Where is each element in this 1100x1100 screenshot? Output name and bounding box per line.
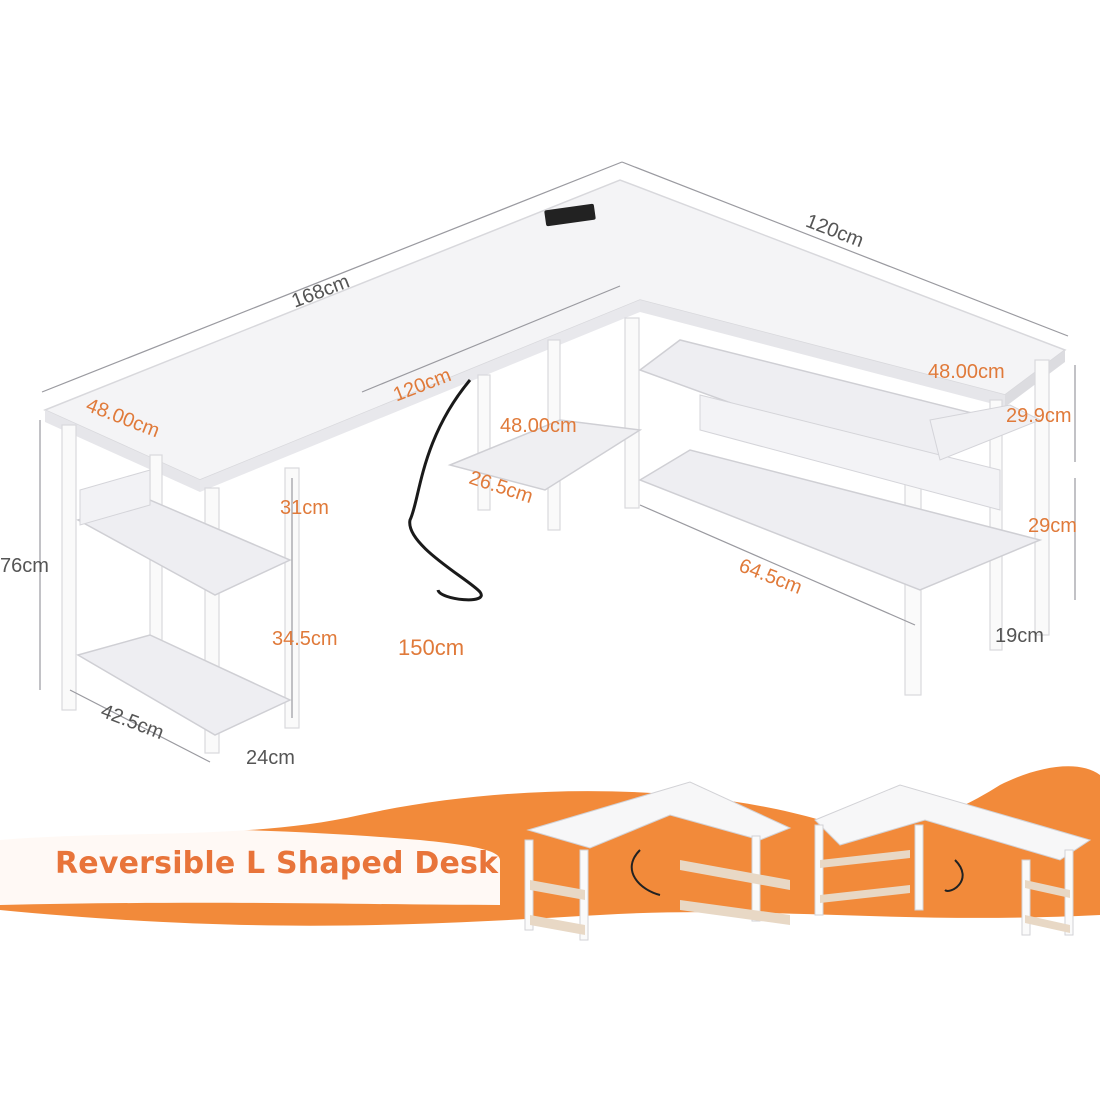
banner-title: Reversible L Shaped Desk xyxy=(55,846,499,881)
dim-shelf-width: 42.5cm xyxy=(98,700,167,744)
thumbnail-left-orientation[interactable] xyxy=(524,781,792,941)
left-shelves xyxy=(76,469,292,736)
power-cable xyxy=(408,379,483,602)
white-banner-wave xyxy=(0,828,500,905)
middle-shelf xyxy=(447,419,643,491)
dim-height: 76cm xyxy=(0,555,49,577)
dim-upper-gap: 31cm xyxy=(280,497,329,519)
thumbnail-right-orientation[interactable] xyxy=(814,784,1092,936)
dim-right-lower-gap: 29cm xyxy=(1028,515,1077,537)
dim-right-depth: 48.00cm xyxy=(928,361,1005,383)
power-outlet-icon xyxy=(544,203,596,227)
dim-right-upper-gap: 29.9cm xyxy=(1006,405,1072,427)
dimension-lines xyxy=(39,161,1076,763)
dim-shelf-depth: 48.00cm xyxy=(500,415,577,437)
dim-lower-gap: 34.5cm xyxy=(272,628,338,650)
dim-cable: 150cm xyxy=(398,635,464,660)
right-shelves xyxy=(638,339,1043,591)
dim-return-length: 120cm xyxy=(803,210,867,252)
dim-right-shelf-depth: 19cm xyxy=(995,625,1044,647)
dim-shelf-depth-small: 24cm xyxy=(246,747,295,769)
